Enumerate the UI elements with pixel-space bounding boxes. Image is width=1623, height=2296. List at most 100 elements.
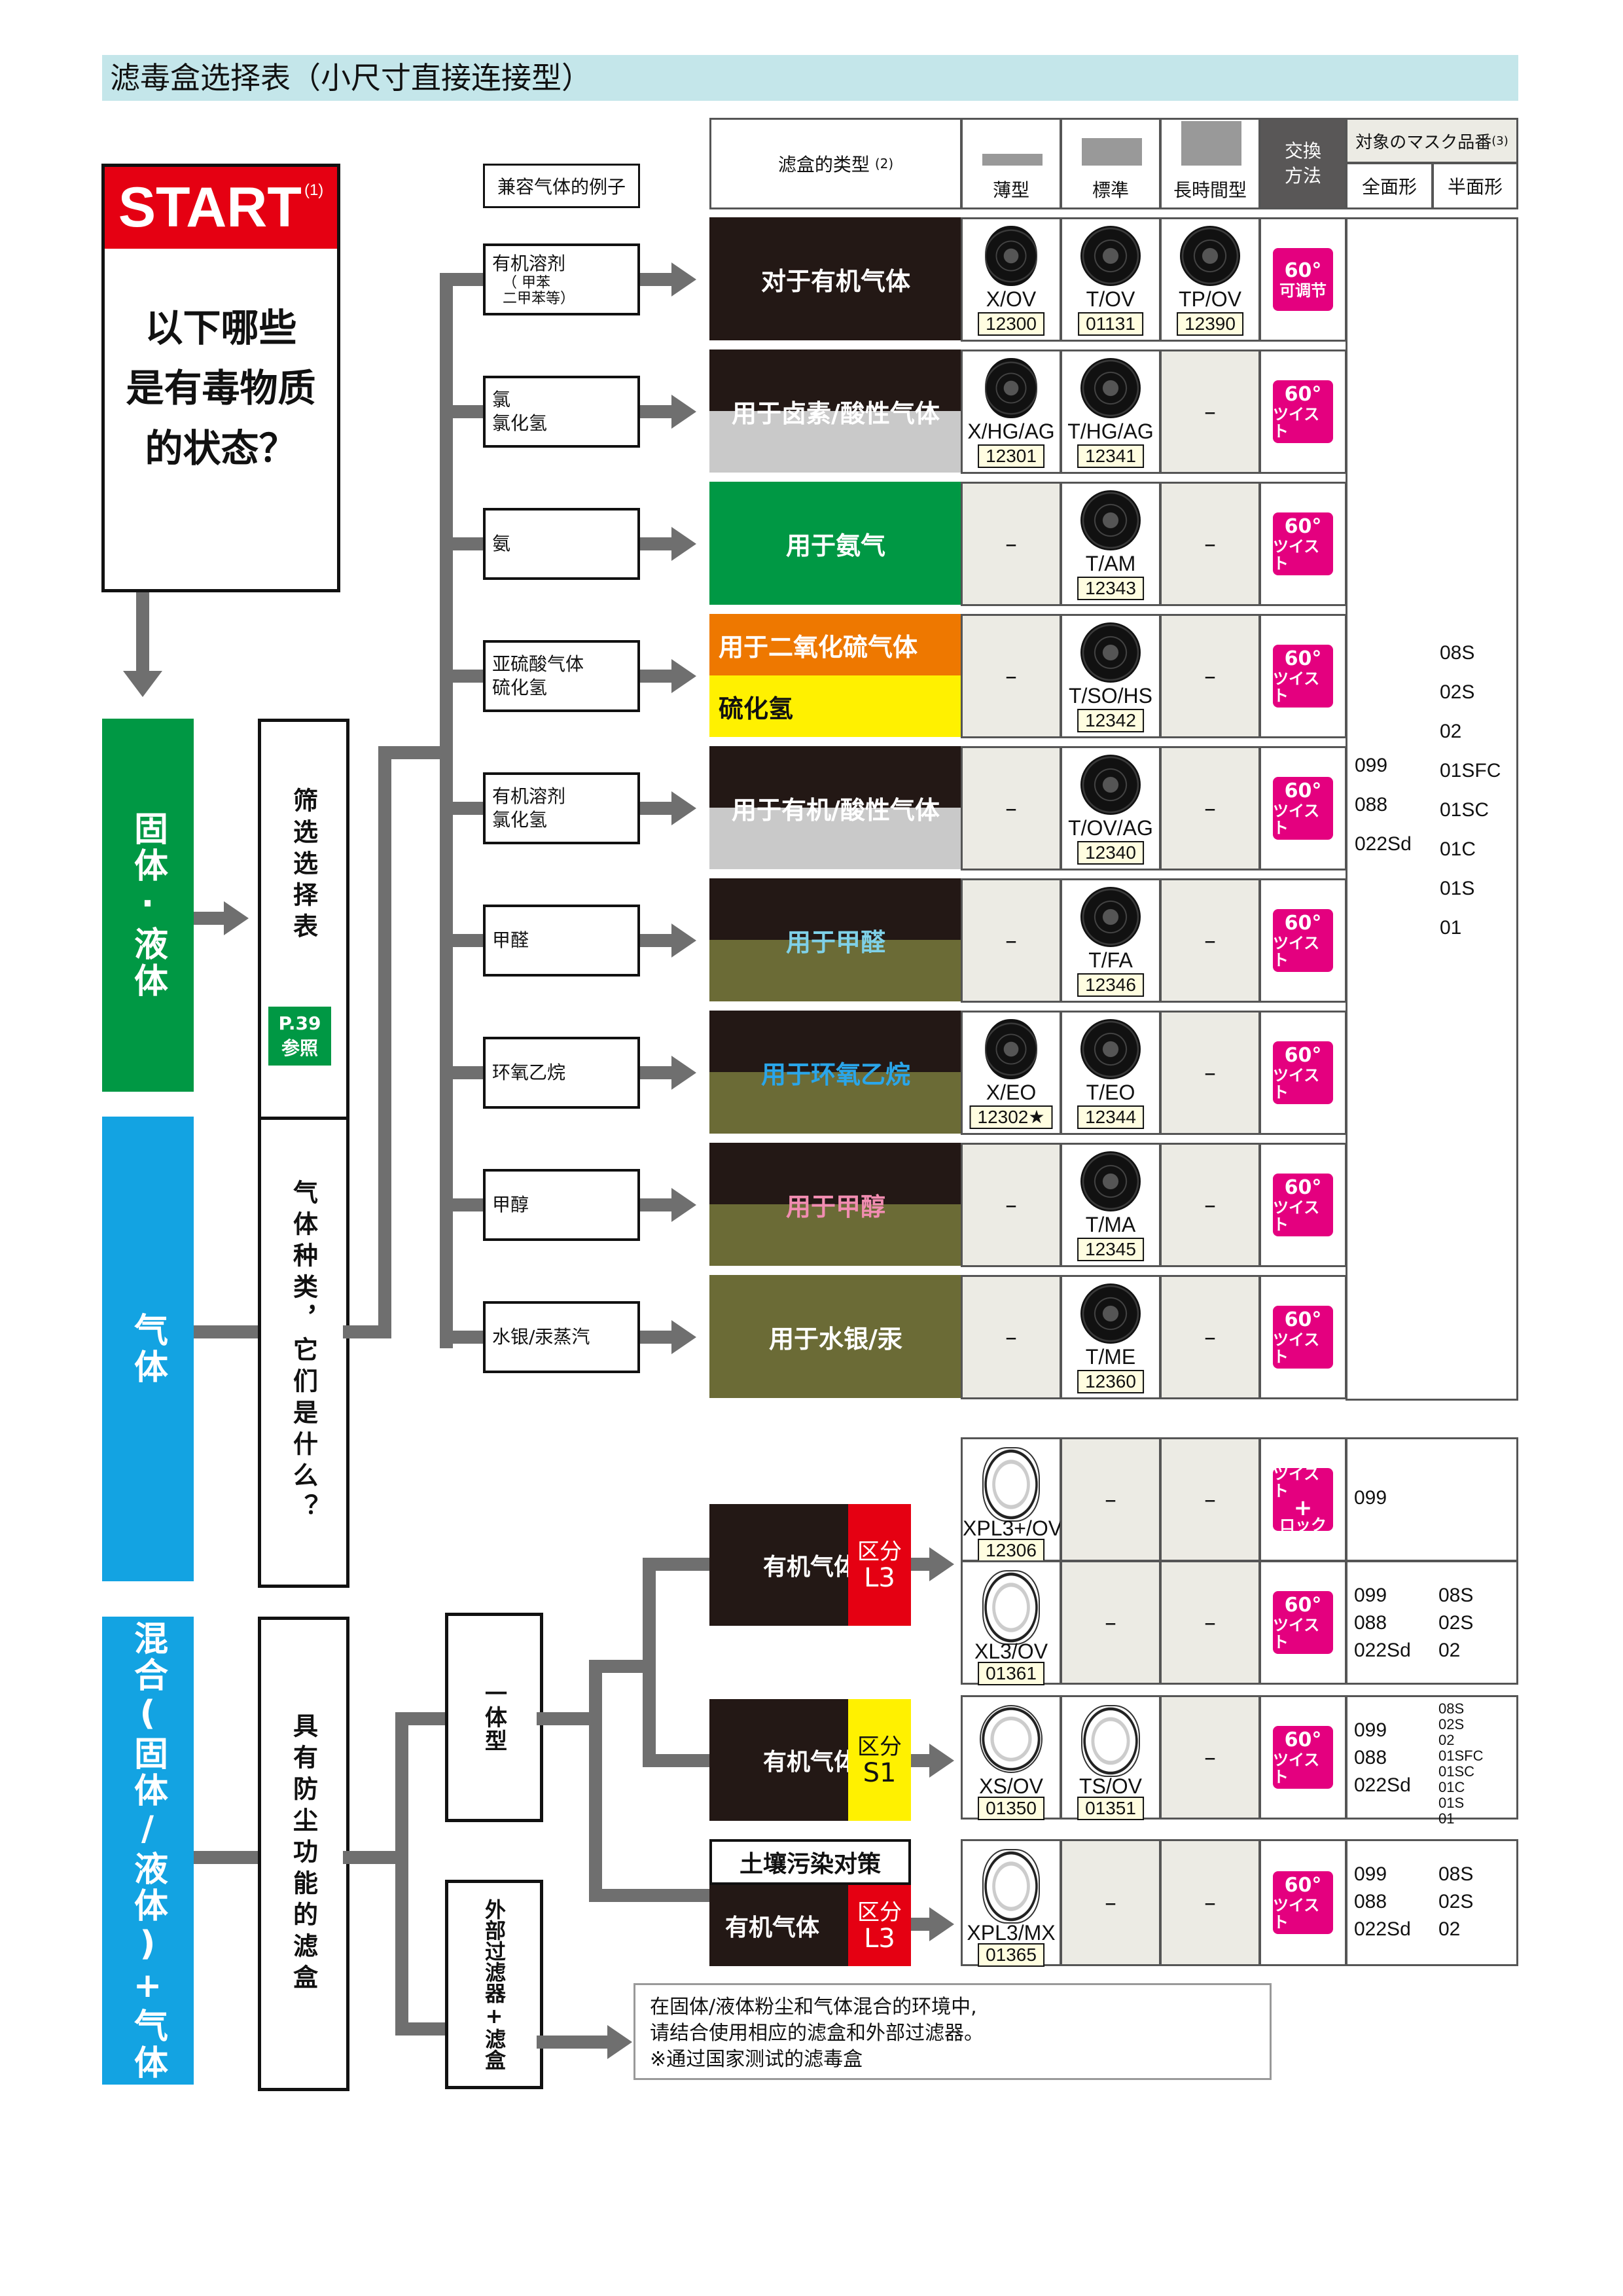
connector <box>136 592 149 671</box>
category-label: 用于甲醛 <box>709 878 962 1001</box>
full-face-header: 全面形 <box>1346 162 1433 209</box>
connector <box>343 1851 402 1864</box>
half-face-column <box>1432 217 1518 1401</box>
mask-model: 02S <box>1438 1891 1474 1912</box>
cartridge-name: T/HG/AG <box>1067 420 1154 443</box>
badge-text: ツイスト <box>1273 802 1320 837</box>
cartridge-name: TP/OV <box>1178 287 1241 311</box>
connector <box>640 802 673 815</box>
page-title: 滤毒盒选择表（小尺寸直接连接型） <box>102 55 1518 101</box>
mask-model: 01C <box>1440 838 1476 860</box>
mask-header: 対象のマスク品番(3) <box>1346 118 1518 164</box>
badge-angle: 60° <box>1284 647 1322 670</box>
connector <box>440 1331 483 1344</box>
empty-cell: – <box>1060 1560 1161 1685</box>
example-line: 水银/汞蒸汽 <box>492 1326 590 1348</box>
twist-60-icon: 60°ツイスト <box>1273 1726 1333 1789</box>
compatible-gas-header: 兼容气体的例子 <box>483 164 640 208</box>
connector <box>640 537 673 550</box>
cartridge-cell[interactable]: XL3/OV 01361 <box>961 1560 1061 1685</box>
cartridge-name: T/EO <box>1086 1081 1135 1104</box>
usage-note: 在固体/液体粉尘和气体混合的环境中, 请结合使用相应的滤盒和外部过滤器。 ※通过… <box>633 1983 1272 2080</box>
mask-model: 02S <box>1440 681 1475 703</box>
arrow-right-icon <box>929 1744 954 1778</box>
mask-title: 対象のマスク品番 <box>1355 132 1492 152</box>
arrow-right-icon <box>671 1320 696 1354</box>
cartridge-number: 12343 <box>1077 577 1144 600</box>
mask-model: 01S <box>1438 1795 1465 1811</box>
soil-countermeasure-label: 土壤污染对策 <box>709 1839 911 1885</box>
arrow-right-icon <box>929 1907 954 1941</box>
cartridge-cell[interactable]: XS/OV 01350 <box>961 1695 1061 1820</box>
badge-angle: 60° <box>1284 1176 1322 1199</box>
example-gas-box: 氯氯化氢 <box>483 376 640 448</box>
note-line: ※通过国家测试的滤毒盒 <box>650 2048 863 2071</box>
cartridge-cell[interactable]: TS/OV 01351 <box>1060 1695 1161 1820</box>
badge-text: ツイスト <box>1273 1331 1320 1366</box>
twist-60-icon: 60°ツイスト <box>1273 512 1333 575</box>
connector <box>589 1660 648 1673</box>
mask-model: 099 <box>1355 755 1388 776</box>
connector <box>640 273 673 286</box>
connector <box>395 2022 445 2036</box>
empty-cell: – <box>1160 1560 1260 1685</box>
arrow-right-icon <box>671 924 696 958</box>
connector <box>911 1754 932 1767</box>
dust-filter-box: 具有防尘功能的滤盒 <box>258 1617 349 2091</box>
cartridge-name: TS/OV <box>1079 1774 1142 1798</box>
filter-type-label: 滤盒的类型 <box>777 154 870 175</box>
example-line: 有机溶剂 <box>492 253 566 274</box>
mask-model: 088 <box>1355 794 1388 816</box>
exchange-cell: 60°ツイスト <box>1259 746 1347 870</box>
cartridge-name: XS/OV <box>979 1774 1043 1798</box>
ref-page: P.39 <box>278 1013 321 1034</box>
mask-model: 02 <box>1438 1732 1455 1748</box>
cartridge-cell[interactable]: XPL3+/OV 12306 <box>961 1437 1062 1562</box>
long-label: 長時間型 <box>1173 179 1247 201</box>
arrow-right-icon <box>671 791 696 825</box>
cartridge-icon <box>1080 887 1141 947</box>
exchange-cell: 60°ツイスト <box>1259 878 1347 1003</box>
empty-cell: – <box>1160 1437 1260 1562</box>
connector <box>440 1066 483 1079</box>
empty-cell: – <box>961 1143 1061 1267</box>
kubun-value: S1 <box>863 1758 897 1788</box>
mask-model: 099 <box>1354 1487 1387 1509</box>
example-gas-box: 甲醛 <box>483 905 640 977</box>
cartridge-name: XPL3/MX <box>967 1921 1056 1945</box>
empty-cell: – <box>961 614 1061 738</box>
cartridge-icon <box>1080 358 1141 418</box>
badge-text: ツイスト <box>1273 934 1320 969</box>
exchange-cell: 60°ツイスト <box>1259 1011 1347 1135</box>
external-filter-cartridge: 滤盒 <box>482 2028 507 2070</box>
mask-model: 02S <box>1438 1716 1465 1732</box>
half-face-header: 半面形 <box>1432 162 1518 209</box>
connector <box>440 1198 483 1211</box>
note-line: 在固体/液体粉尘和气体混合的环境中, <box>650 1996 977 2018</box>
badge-angle: 60° <box>1284 1874 1322 1897</box>
badge-text: ツイスト <box>1273 1066 1320 1102</box>
connector <box>440 405 483 418</box>
cartridge-icon <box>1080 755 1141 815</box>
kubun-label: 区分 <box>857 1734 902 1760</box>
connector <box>640 1331 673 1344</box>
cartridge-cell[interactable]: XPL3/MX 01365 <box>961 1839 1061 1967</box>
empty-cell: – <box>1160 614 1260 738</box>
